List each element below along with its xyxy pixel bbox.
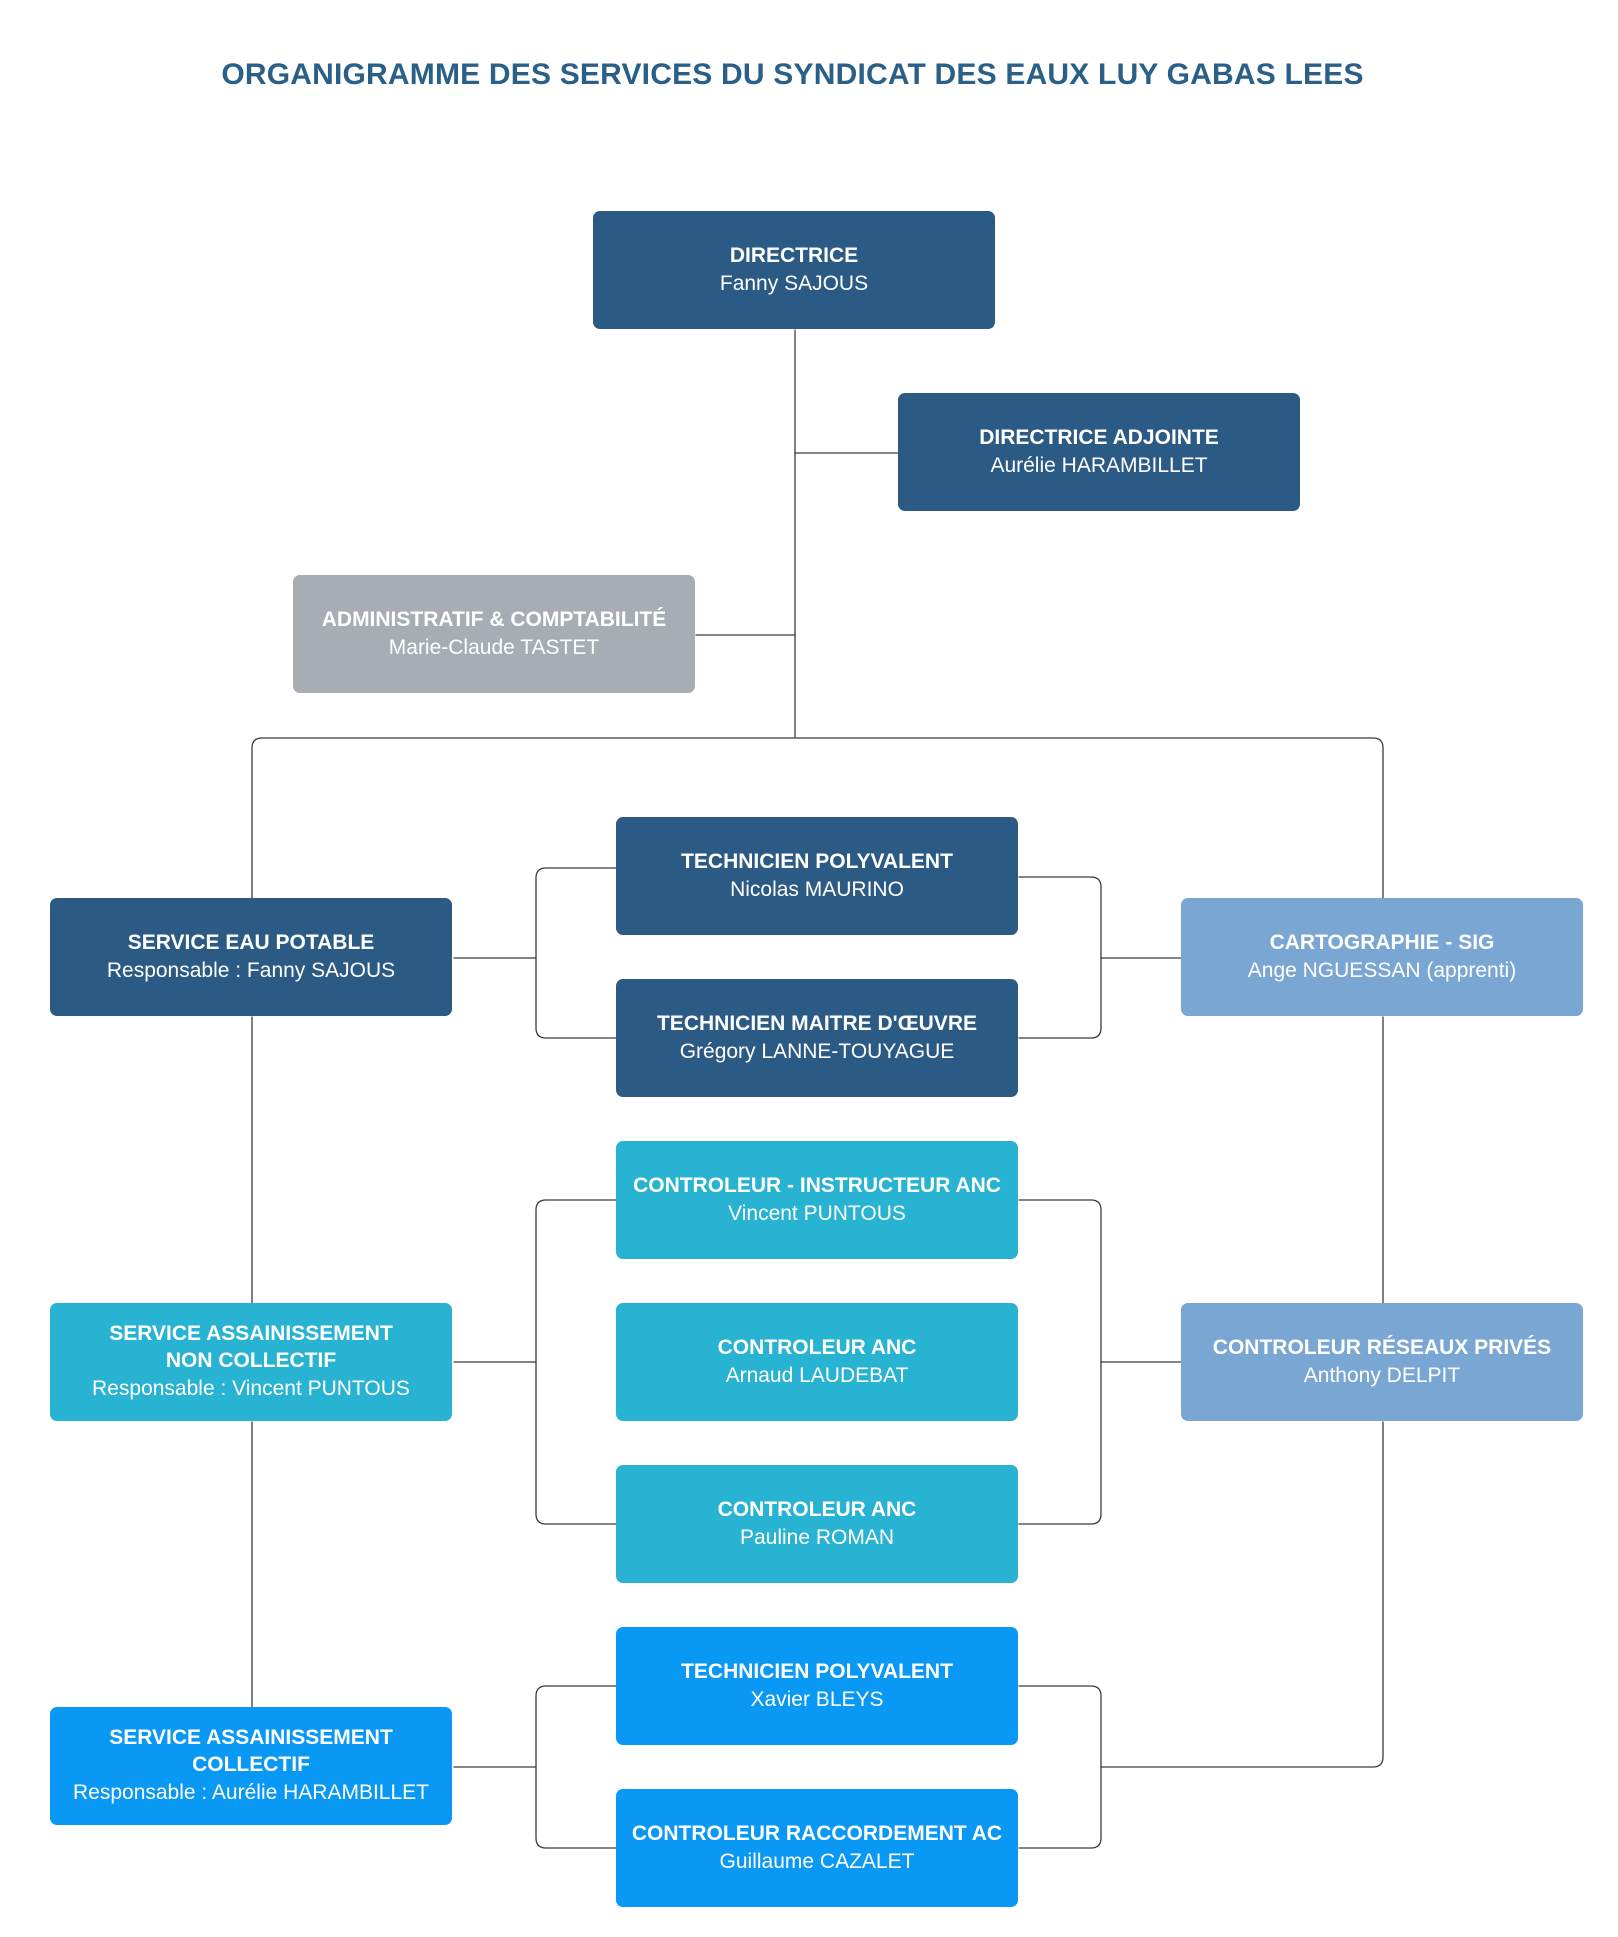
box-person: Ange NGUESSAN (apprenti) <box>1247 958 1517 982</box>
box-person: Responsable : Aurélie HARAMBILLET <box>72 1781 429 1804</box>
page-title: ORGANIGRAMME DES SERVICES DU SYNDICAT DE… <box>221 58 1364 91</box>
box-directrice-adjointe: DIRECTRICE ADJOINTE Aurélie HARAMBILLET <box>898 393 1300 511</box>
box-role: ADMINISTRATIF & COMPTABILITÉ <box>321 607 667 631</box>
box-person: Aurélie HARAMBILLET <box>990 453 1208 477</box>
box-role: TECHNICIEN POLYVALENT <box>681 1659 953 1683</box>
connector-line <box>535 1199 617 1525</box>
connector-line <box>535 1685 617 1849</box>
box-controleur-instructeur-anc: CONTROLEUR - INSTRUCTEUR ANC Vincent PUN… <box>616 1141 1018 1259</box>
box-technicien-polyvalent: TECHNICIEN POLYVALENT Nicolas MAURINO <box>616 817 1018 935</box>
box-role: CONTROLEUR - INSTRUCTEUR ANC <box>633 1173 1001 1197</box>
box-service-eau-potable: SERVICE EAU POTABLE Responsable : Fanny … <box>50 898 452 1016</box>
box-controleur-raccordement-ac: CONTROLEUR RACCORDEMENT AC Guillaume CAZ… <box>616 1789 1018 1907</box>
box-role: CONTROLEUR ANC <box>717 1335 917 1359</box>
connector-line <box>251 737 1384 899</box>
connector-line <box>1100 1421 1384 1768</box>
box-service-assainissement-non-collectif: SERVICE ASSAINISSEMENT NON COLLECTIF Res… <box>50 1303 452 1421</box>
box-controleur-reseaux-prives: CONTROLEUR RÉSEAUX PRIVÉS Anthony DELPIT <box>1181 1303 1583 1421</box>
box-service-assainissement-collectif: SERVICE ASSAINISSEMENT COLLECTIF Respons… <box>50 1707 452 1825</box>
box-controleur-anc: CONTROLEUR ANC Pauline ROMAN <box>616 1465 1018 1583</box>
box-person: Arnaud LAUDEBAT <box>725 1363 909 1387</box>
box-person: Marie-Claude TASTET <box>388 635 600 659</box>
box-person: Vincent PUNTOUS <box>728 1201 906 1225</box>
box-technicien-maitre-oeuvre: TECHNICIEN MAITRE D'ŒUVRE Grégory LANNE-… <box>616 979 1018 1097</box>
box-role: SERVICE ASSAINISSEMENT NON COLLECTIF <box>109 1322 393 1372</box>
box-person: Grégory LANNE-TOUYAGUE <box>679 1039 955 1063</box>
box-cartographie: CARTOGRAPHIE - SIG Ange NGUESSAN (appren… <box>1181 898 1583 1016</box>
box-person: Responsable : Vincent PUNTOUS <box>92 1377 410 1400</box>
box-person: Fanny SAJOUS <box>719 271 869 295</box>
connector-line <box>1018 1199 1102 1525</box>
connector-line <box>1018 1685 1102 1849</box>
box-administratif: ADMINISTRATIF & COMPTABILITÉ Marie-Claud… <box>293 575 695 693</box>
box-controleur-anc: CONTROLEUR ANC Arnaud LAUDEBAT <box>616 1303 1018 1421</box>
box-role: DIRECTRICE ADJOINTE <box>979 425 1219 449</box>
box-role: CONTROLEUR RÉSEAUX PRIVÉS <box>1212 1335 1552 1359</box>
box-person: Responsable : Fanny SAJOUS <box>106 958 396 982</box>
box-role: TECHNICIEN POLYVALENT <box>681 849 953 873</box>
box-role: SERVICE ASSAINISSEMENT COLLECTIF <box>109 1726 393 1776</box>
box-directrice: DIRECTRICE Fanny SAJOUS <box>593 211 995 329</box>
connector-line <box>1018 876 1102 1039</box>
box-person: Xavier BLEYS <box>750 1687 884 1711</box>
box-person: Pauline ROMAN <box>739 1525 895 1549</box>
box-person: Anthony DELPIT <box>1303 1363 1461 1387</box>
box-role: CARTOGRAPHIE - SIG <box>1269 930 1495 954</box>
box-person: Nicolas MAURINO <box>730 877 904 901</box>
box-role: DIRECTRICE <box>729 243 859 267</box>
box-role: SERVICE EAU POTABLE <box>127 930 375 954</box>
box-person: Guillaume CAZALET <box>719 1849 915 1873</box>
connector-line <box>535 867 617 1039</box>
box-role: CONTROLEUR ANC <box>717 1497 917 1521</box>
box-role: CONTROLEUR RACCORDEMENT AC <box>631 1821 1003 1845</box>
box-technicien-polyvalent: TECHNICIEN POLYVALENT Xavier BLEYS <box>616 1627 1018 1745</box>
box-role: TECHNICIEN MAITRE D'ŒUVRE <box>656 1011 977 1035</box>
